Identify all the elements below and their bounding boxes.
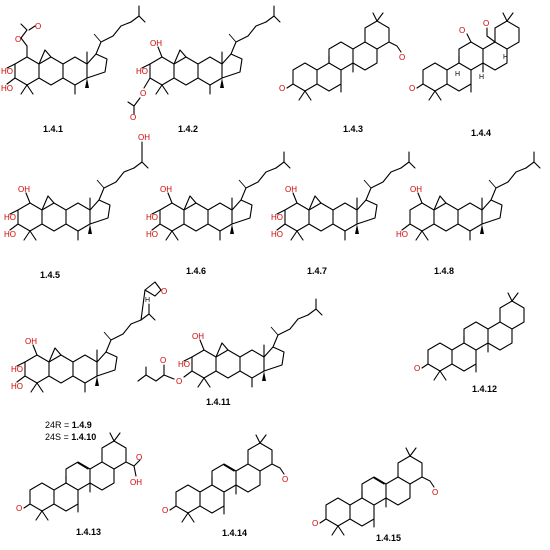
compound-1-4-13: O O OH 1.4.13 — [16, 432, 142, 537]
oxygen-label: O — [136, 453, 142, 462]
oxygen-label: O — [414, 364, 420, 373]
compound-1-4-15: O O 1.4.15 — [312, 447, 438, 543]
hydroxyl-label: OH — [410, 185, 422, 194]
oxygen-label: O — [140, 89, 146, 98]
compound-1-4-4: O O O H H H 1.4.4 — [409, 12, 520, 138]
compound-1-4-11: OH HO O O 1.4.11 — [137, 298, 323, 407]
compound-id-label: 1.4.12 — [472, 384, 497, 394]
compound-id-label: 1.4.11 — [206, 397, 231, 407]
hydroxyl-label: OH — [150, 39, 162, 48]
hydroxyl-label: OH — [160, 185, 172, 194]
hydroxyl-label: HO — [11, 365, 23, 374]
compound-id-label: 1.4.13 — [76, 527, 101, 537]
oxygen-label: O — [312, 519, 318, 528]
compound-id-label: 1.4.8 — [434, 266, 454, 276]
compound-id-label: 1.4.3 — [343, 124, 363, 134]
hydroxyl-label: HO — [178, 360, 190, 369]
compound-1-4-5: OH HO HO OH 1.4.5 — [4, 133, 150, 280]
compound-id-label: 1.4.15 — [376, 533, 401, 543]
oxygen-label: O — [160, 356, 166, 365]
oxygen-label: O — [16, 504, 22, 513]
compound-1-4-6: OH HO HO 1.4.6 — [146, 151, 291, 276]
compound-1-4-1: O O HO HO 1.4.1 — [1, 5, 146, 134]
hydroxyl-label: HO — [136, 67, 148, 76]
hydroxyl-label: OH — [285, 185, 297, 194]
oxygen-label: O — [161, 287, 167, 296]
compound-id-label: 1.4.6 — [186, 266, 206, 276]
compound-1-4-14: O O 1.4.14 — [162, 434, 288, 538]
hydroxyl-label: HO — [1, 84, 13, 93]
compound-id-label: 1.4.5 — [40, 270, 60, 280]
oxygen-label: O — [409, 84, 415, 93]
hydroxyl-label: HO — [146, 230, 158, 239]
compound-1-4-8: OH HO 1.4.8 — [396, 151, 541, 276]
oxygen-label: O — [35, 22, 41, 31]
hydroxyl-label: OH — [192, 332, 204, 341]
compound-1-4-2: OH HO O O 1.4.2 — [127, 5, 281, 134]
compound-id-label: 1.4.2 — [178, 124, 198, 134]
hydroxyl-label: OH — [18, 185, 30, 194]
carboxyl-hydroxyl-label: OH — [130, 478, 142, 487]
hydroxyl-label: HO — [4, 213, 16, 222]
compound-1-4-7: OH HO HO 1.4.7 — [271, 151, 416, 276]
oxygen-label: O — [459, 26, 465, 35]
compound-id-label-10: 24S = 1.4.10 — [45, 432, 96, 442]
hydroxyl-label: HO — [1, 67, 13, 76]
compound-1-4-3: O O 1.4.3 — [279, 12, 405, 134]
compound-id-label-9: 24R = 1.4.9 — [45, 420, 92, 430]
oxygen-label: O — [279, 84, 285, 93]
compound-id-label: 1.4.4 — [471, 128, 491, 138]
oxygen-label: O — [432, 488, 438, 497]
oxygen-label: O — [162, 506, 168, 515]
hydroxyl-label: HO — [271, 230, 283, 239]
hydroxyl-label: HO — [271, 213, 283, 222]
compound-1-4-9-10: OH HO HO O H 24R = 1.4.9 24S = 1.4.10 — [11, 281, 167, 442]
oxygen-label: O — [483, 19, 489, 28]
hydroxyl-label: OH — [138, 133, 150, 142]
hydroxyl-label: HO — [4, 230, 16, 239]
hydrogen-label: H — [145, 297, 150, 304]
compound-id-label: 1.4.1 — [43, 124, 63, 134]
hydroxyl-label: HO — [396, 230, 408, 239]
oxygen-label: O — [15, 35, 21, 44]
hydrogen-label: H — [503, 54, 508, 61]
compound-id-label: 1.4.14 — [222, 528, 247, 538]
hydroxyl-label: HO — [11, 382, 23, 391]
hydroxyl-label: OH — [25, 337, 37, 346]
oxygen-label: O — [282, 475, 288, 484]
oxygen-label: O — [130, 113, 136, 122]
oxygen-label: O — [176, 377, 182, 386]
hydrogen-label: H — [479, 74, 484, 81]
hydrogen-label: H — [455, 71, 460, 78]
oxygen-label: O — [399, 53, 405, 62]
hydroxyl-label: HO — [146, 213, 158, 222]
compound-id-label: 1.4.7 — [307, 266, 327, 276]
compound-1-4-12: O 1.4.12 — [414, 292, 525, 394]
